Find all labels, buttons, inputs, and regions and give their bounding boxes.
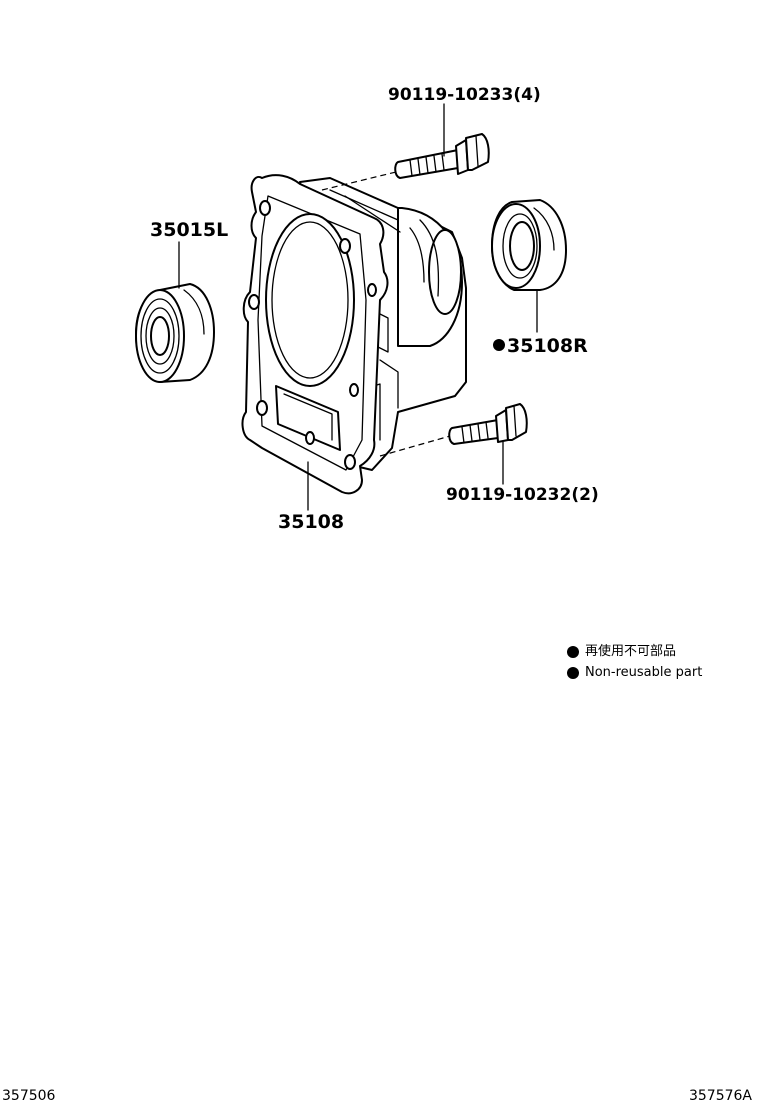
legend-row-jp: 再使用不可部品 bbox=[567, 641, 702, 662]
footer-code-left: 357506 bbox=[2, 1088, 56, 1104]
label-bolt-bottom: 90119-10232(2) bbox=[446, 485, 599, 505]
footer-code-right: 357576A bbox=[688, 1088, 752, 1104]
label-bolt-top: 90119-10233(4) bbox=[388, 85, 541, 105]
legend: 再使用不可部品 Non-reusable part bbox=[567, 641, 702, 683]
legend-row-en: Non-reusable part bbox=[567, 662, 702, 683]
alignment-line-bottom bbox=[379, 435, 451, 457]
bearing bbox=[135, 283, 215, 383]
black-dot-icon bbox=[567, 666, 579, 679]
transfer-housing bbox=[241, 174, 467, 495]
bolt-bottom bbox=[448, 403, 528, 445]
bolt-top bbox=[394, 133, 490, 179]
legend-text-jp: 再使用不可部品 bbox=[585, 644, 677, 659]
label-oil-seal: 35108R bbox=[507, 335, 588, 357]
label-housing: 35108 bbox=[278, 511, 344, 533]
black-dot-icon bbox=[567, 645, 579, 658]
oil-seal bbox=[491, 199, 567, 291]
label-bearing: 35015L bbox=[150, 219, 228, 241]
non-reusable-marker-icon bbox=[493, 339, 505, 351]
alignment-line-top bbox=[321, 171, 397, 191]
legend-text-en: Non-reusable part bbox=[585, 665, 703, 680]
